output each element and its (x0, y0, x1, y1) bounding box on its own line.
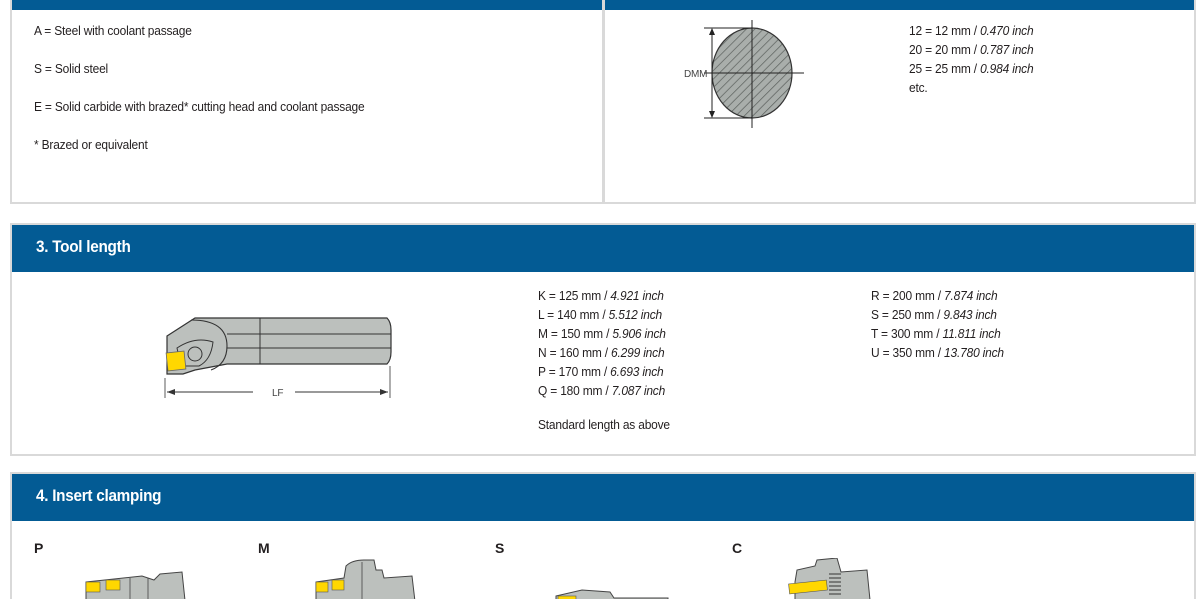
tool-length-panel: 3. Tool length LF K = 125 mm / 4.921 inc… (10, 223, 1196, 456)
clamping-type-p-label: P (34, 540, 44, 556)
insert-clamping-title: 4. Insert clamping (36, 486, 162, 505)
shank-diameter-diagram (704, 20, 804, 128)
length-n: N = 160 mm / 6.299 inch (538, 345, 665, 360)
length-q: Q = 180 mm / 7.087 inch (538, 383, 666, 398)
body-type-solid-carbide: E = Solid carbide with brazed* cutting h… (34, 99, 365, 114)
clamping-type-s-label: S (495, 540, 505, 556)
length-s: S = 250 mm / 9.843 inch (871, 307, 997, 322)
body-type-steel-coolant: A = Steel with coolant passage (34, 23, 192, 38)
lf-label: LF (272, 388, 284, 399)
shank-size-etc: etc. (909, 80, 928, 95)
insert-clamping-panel: 4. Insert clamping P M S C (10, 472, 1196, 599)
clamping-type-s-image (555, 589, 669, 599)
brazed-footnote: * Brazed or equivalent (34, 137, 148, 152)
standard-length-note: Standard length as above (538, 417, 670, 432)
length-m: M = 150 mm / 5.906 inch (538, 326, 666, 341)
body-type-solid-steel: S = Solid steel (34, 61, 109, 76)
column-divider (602, 0, 605, 202)
clamping-type-c-image (788, 558, 871, 599)
insert-clamping-header: 4. Insert clamping (12, 474, 1194, 521)
length-k: K = 125 mm / 4.921 inch (538, 288, 664, 303)
clamping-type-m-label: M (258, 540, 270, 556)
length-t: T = 300 mm / 11.811 inch (871, 326, 1001, 341)
clamping-type-p-image (85, 571, 186, 599)
tool-length-title: 3. Tool length (36, 237, 131, 256)
body-type-diameter-panel: A = Steel with coolant passage S = Solid… (10, 0, 1196, 204)
boring-bar-diagram (164, 317, 392, 398)
length-u: U = 350 mm / 13.780 inch (871, 345, 1004, 360)
shank-size-12: 12 = 12 mm / 0.470 inch (909, 23, 1034, 38)
length-l: L = 140 mm / 5.512 inch (538, 307, 662, 322)
shank-size-20: 20 = 20 mm / 0.787 inch (909, 42, 1034, 57)
clamping-type-c-label: C (732, 540, 743, 556)
clamping-type-m-image (315, 559, 416, 599)
tool-length-header: 3. Tool length (12, 225, 1194, 272)
shank-size-25: 25 = 25 mm / 0.984 inch (909, 61, 1034, 76)
dmm-label: DMM (684, 69, 708, 80)
length-p: P = 170 mm / 6.693 inch (538, 364, 664, 379)
length-r: R = 200 mm / 7.874 inch (871, 288, 998, 303)
